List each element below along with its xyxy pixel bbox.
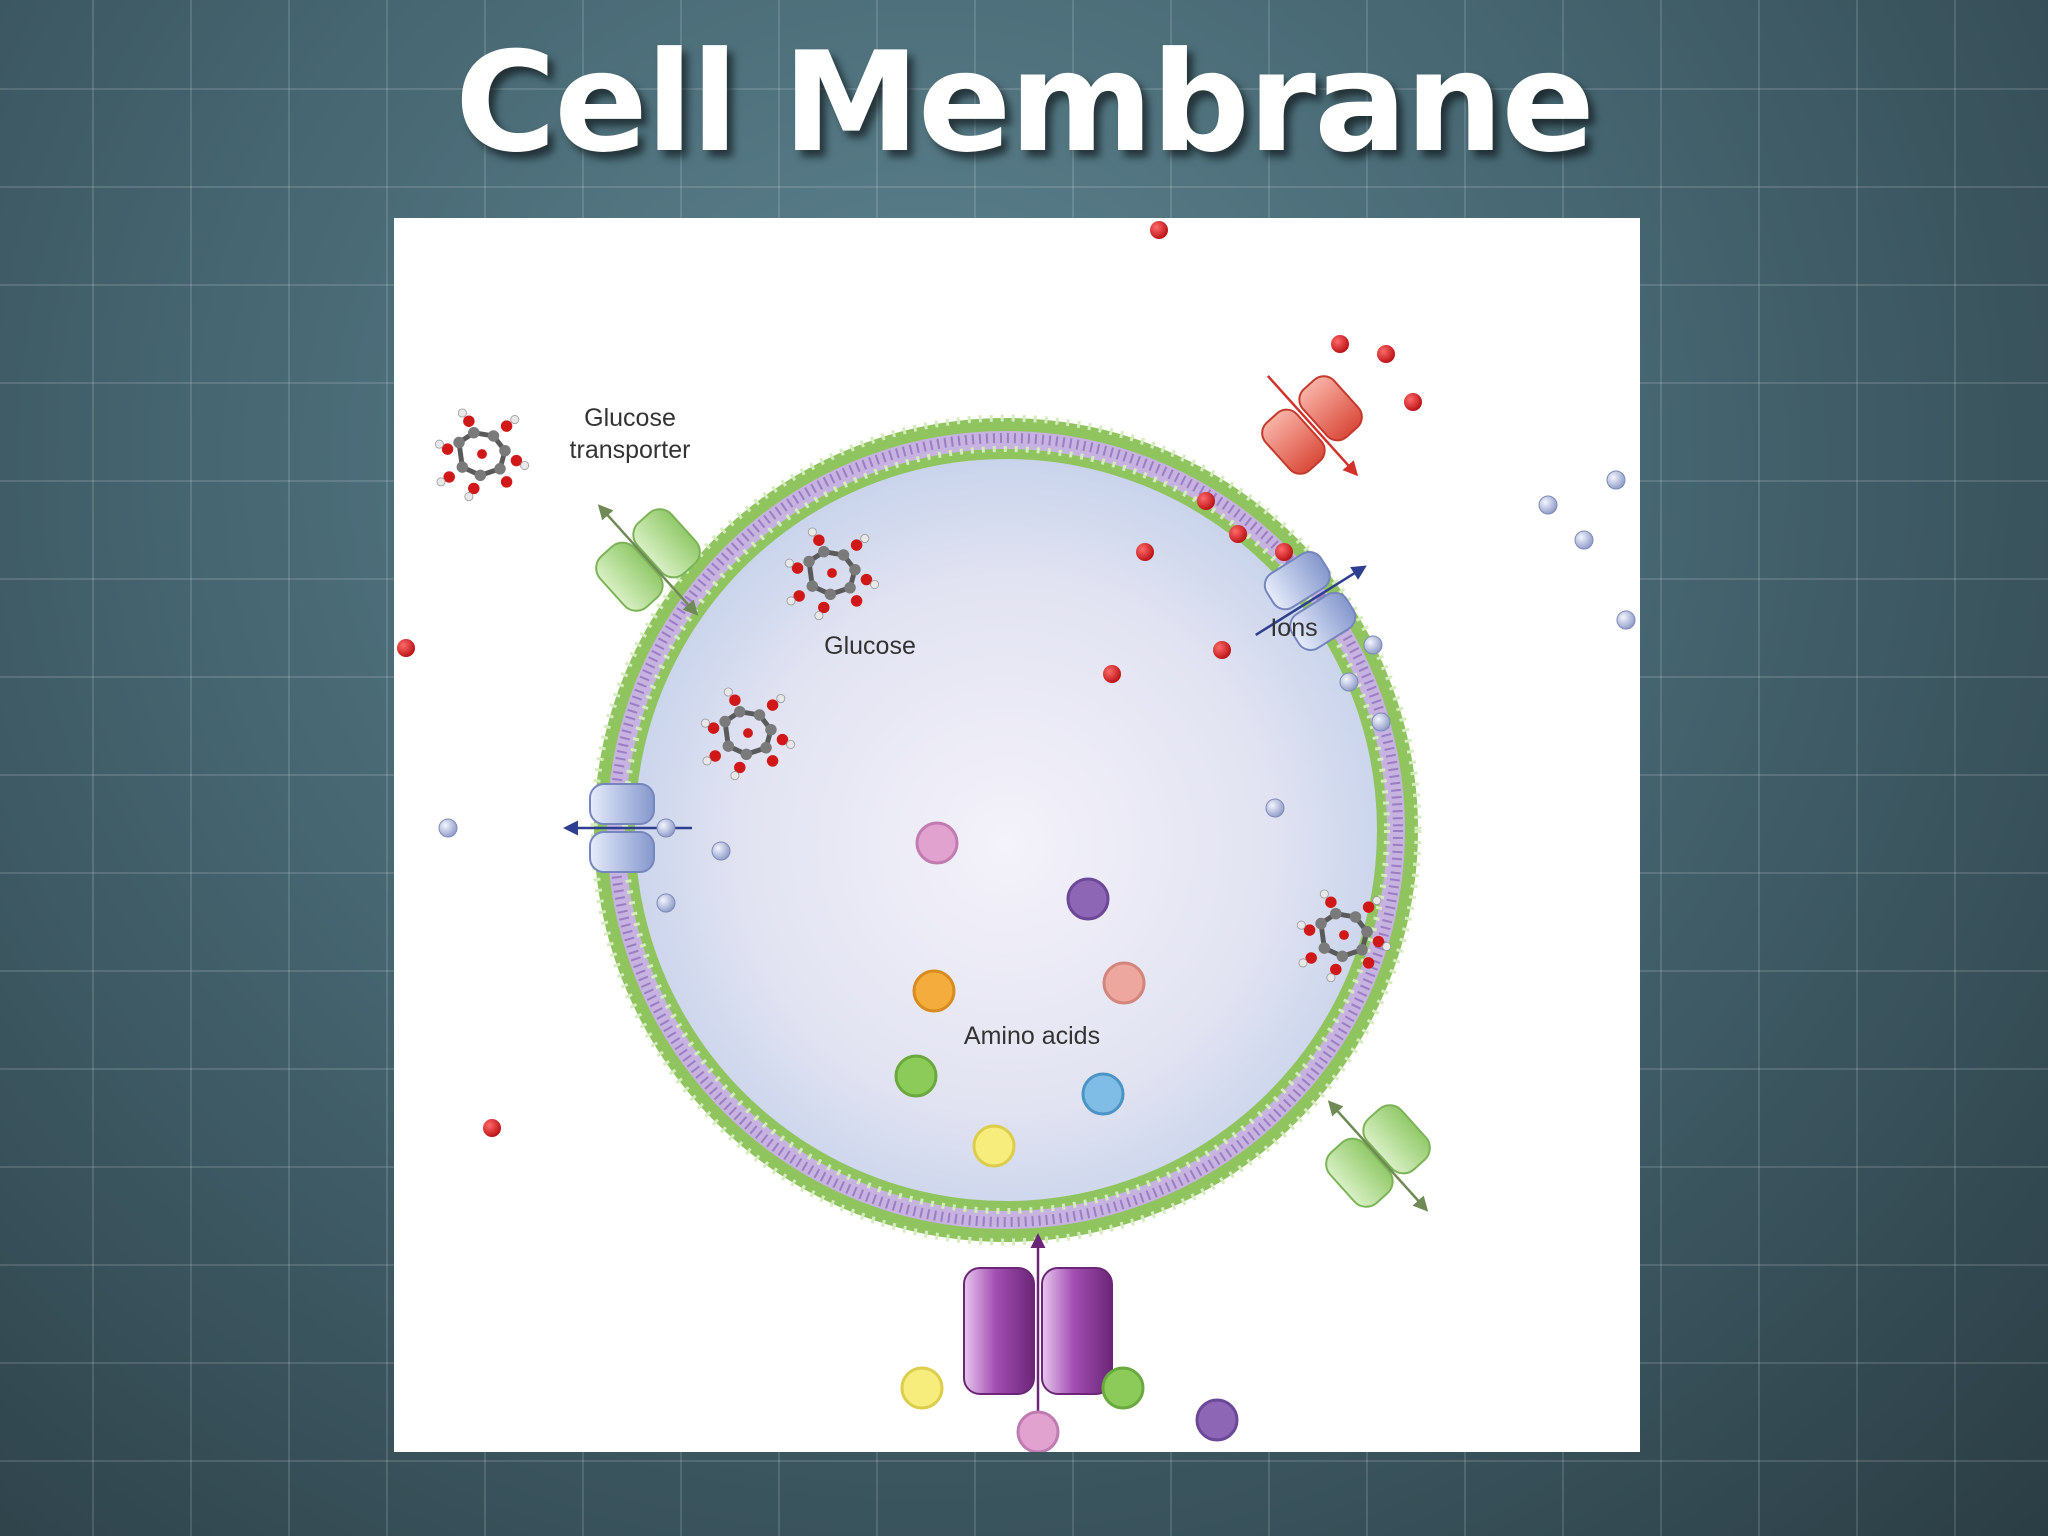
ion-channel-left [563,783,692,873]
red-ion [483,1119,501,1137]
red-ions [397,221,1422,1137]
blue-ion [711,841,731,861]
blue-ion [1616,610,1636,630]
cytoplasm [635,459,1377,1201]
red-ion [397,639,415,657]
glucose-transporter-label-line1: Glucose [584,404,676,432]
blue-ion [1339,672,1359,692]
red-ion [1331,335,1349,353]
ions-label: Ions [1270,614,1317,642]
amino-acid-purple-outside [1195,1398,1239,1442]
red-ion [1150,221,1168,239]
amino-acid-green-outside [1101,1366,1145,1410]
red-ion [1275,543,1293,561]
blue-ion [1265,798,1285,818]
red-ion [1197,492,1215,510]
membrane-tail-pattern [609,433,1403,1227]
blue-ions [438,470,1636,913]
glucose-label: Glucose [824,632,916,660]
amino-acid-yellow [972,1124,1016,1168]
red-ion [1103,665,1121,683]
amino-acid-blue [1081,1072,1125,1116]
amino-acid-pink-outside [1016,1410,1060,1452]
amino-acids [894,821,1239,1452]
blue-ion [1606,470,1626,490]
glucose-transporter-bottom-right [1325,1100,1431,1212]
amino-acid-pink [915,821,959,865]
red-ion [1229,525,1247,543]
blue-ion [1363,635,1383,655]
membrane-inner-bead-pattern [622,446,1390,1214]
red-ion [1404,393,1422,411]
diagram-panel: Glucose transporter Glucose Ions Amino a… [394,218,1640,1452]
amino-acid-green [894,1054,938,1098]
ion-channel-red-top [1261,375,1363,477]
amino-acid-yellow-outside [900,1366,944,1410]
cell-membrane-diagram: Glucose transporter Glucose Ions Amino a… [397,221,1636,1452]
slide-title: Cell Membrane [454,22,1595,183]
amino-acid-pump [963,1233,1113,1426]
blue-ion [1574,530,1594,550]
amino-acid-salmon [1102,961,1146,1005]
blue-ion [438,818,458,838]
red-ion [1136,543,1154,561]
blue-ion [1538,495,1558,515]
red-ion [1213,641,1231,659]
red-ion [1377,345,1395,363]
amino-acids-label: Amino acids [964,1022,1100,1050]
ion-channel-right [1255,551,1367,651]
blue-ion [1371,712,1391,732]
glucose-transporter-label-line2: transporter [570,436,691,464]
amino-acid-purple [1066,877,1110,921]
glucose-molecule-outside [435,409,528,501]
membrane-outer-bead-pattern [590,414,1422,1246]
glucose-transporter-top-left [595,504,701,616]
blue-ion [656,893,676,913]
blue-ion [656,818,676,838]
amino-acid-orange [912,969,956,1013]
